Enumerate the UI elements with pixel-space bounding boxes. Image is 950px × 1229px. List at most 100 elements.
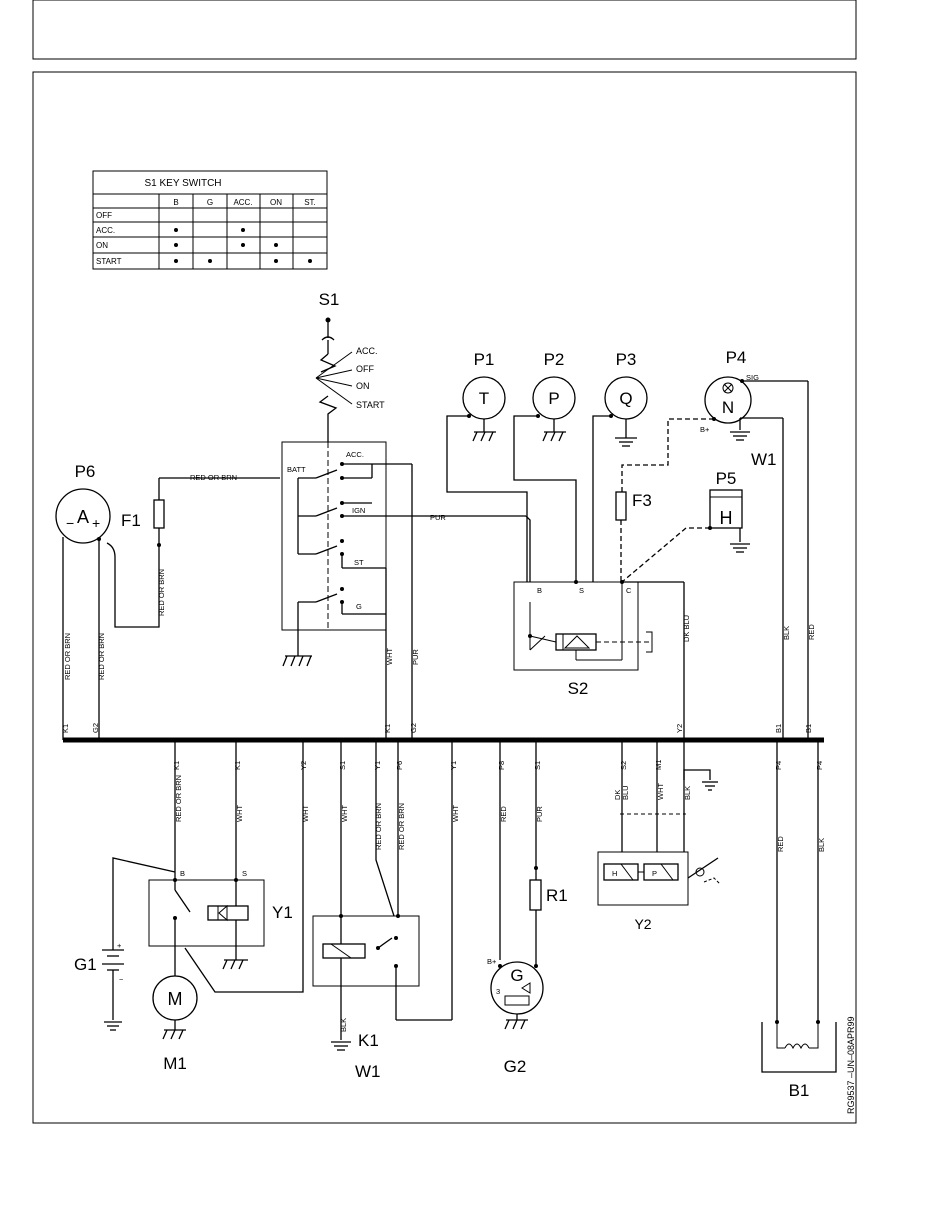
table-mark [274,243,278,247]
table-col-header: ON [270,198,282,207]
p2-label: P2 [544,350,565,369]
bus-bottom-id: M1 [654,760,663,770]
k1-relay: WHT RED OR BRN RED OR BRN WHT BLK K1 W1 [312,740,460,1081]
p6-ammeter: P6 A − + RED OR BRN RED OR BRN RED OR BR… [55,462,280,740]
wire-y2-wht: WHT [656,783,665,800]
header-frame [32,0,857,60]
m1-starter-motor: M M1 [152,948,198,1073]
y2-valve: DK BLU WHT BLK H P Y2 [597,740,721,932]
table-title: S1 KEY SWITCH [144,178,221,189]
s2-term-s: S [579,586,584,595]
wire-k1-blk: BLK [339,1018,348,1032]
table-mark [308,259,312,263]
wire-p6-g2: RED OR BRN [97,633,106,680]
wire-g2-red: RED [499,806,508,822]
y2-p: P [652,869,657,878]
bus-top-id: G2 [91,723,100,733]
key-pos-acc: ACC. [356,346,378,356]
y1-term-s: S [242,869,247,878]
bus-bottom-id: Y1 [373,761,382,770]
m1-letter: M [168,989,183,1009]
wire-k1-wht: WHT [340,805,349,822]
f3-label: F3 [632,491,652,510]
key-pos-start: START [356,400,385,410]
b1-sender: RED BLK B1 [761,740,837,1100]
k1-label: K1 [358,1031,379,1050]
table-col-header: G [207,198,213,207]
p1-label: P1 [474,350,495,369]
p6-plus: + [92,515,100,531]
w1-bottom-label: W1 [355,1062,381,1081]
table-row-label: START [96,257,122,266]
wire-dkblu-s2: DK BLU [682,615,691,642]
table-mark [241,243,245,247]
y2-label: Y2 [634,916,651,932]
p3-letter: Q [619,389,632,408]
p6-letter: A [77,507,89,527]
y1-label: Y1 [272,903,293,922]
wire-y2-dkblu: DK [613,790,622,800]
wire-blk-p4: BLK [782,626,791,640]
wire-b1-red: RED [776,836,785,852]
wire-k1-b: RED OR BRN [397,803,406,850]
wire-k1-y1: WHT [451,805,460,822]
p4-label: P4 [726,348,747,367]
bus-top-id: B1 [774,724,783,733]
wire-g2-pur: PUR [535,806,544,822]
bus-bottom-id: K1 [233,761,242,770]
p4-bplus: B+ [700,425,710,434]
p3-label: P3 [616,350,637,369]
table-mark [174,243,178,247]
p4-sig: SIG [746,373,759,382]
y2-h: H [612,869,617,878]
wire-y2-wht: WHT [301,805,310,822]
reference-code: RG9537 –UN–08APR99 [846,1016,856,1114]
f3-fuse: F3 [615,491,652,582]
s1-label: S1 [319,290,340,309]
y1-term-b: B [180,869,185,878]
key-pos-on: ON [356,381,370,391]
s1-key-switch: S1 ACC. OFF ON START BATT ACC. IGN ST G [281,290,420,740]
bus-bottom-id: S1 [338,761,347,770]
p6-minus: − [66,515,74,531]
wire-pur-ign: PUR [430,513,446,522]
m1-label: M1 [163,1054,187,1073]
bus-bottom-id: P4 [815,761,824,770]
table-mark [174,228,178,232]
b1-label: B1 [789,1081,810,1100]
table-row-label: OFF [96,211,112,220]
term-batt: BATT [287,465,306,474]
wire-red-p4: RED [807,624,816,640]
p4-letter: N [722,398,734,417]
wire-y1-b: RED OR BRN [174,775,183,822]
wire-y2-blk: BLK [683,786,692,800]
bus-top-id: Y2 [675,724,684,733]
s2-term-c: C [626,586,632,595]
table-mark [208,259,212,263]
y1-starter-solenoid: RED OR BRN WHT B S Y1 WHT [112,740,310,993]
p4-indicator: P4 N SIG B+ W1 BLK RED [621,348,816,740]
wire-y2-dkblu2: BLU [621,785,630,800]
g2-3: 3 [496,987,500,996]
f1-label: F1 [121,511,141,530]
bus-top-id: K1 [383,724,392,733]
bus-bottom-id: S2 [619,761,628,770]
g1-label: G1 [74,955,97,974]
table-col-header: ACC. [233,198,252,207]
table-mark [241,228,245,232]
table-col-header: B [173,198,178,207]
p5-letter: H [720,508,733,528]
bus-bottom-id: P4 [774,761,783,770]
s2-label: S2 [568,679,589,698]
p5-label: P5 [716,469,737,488]
p5-indicator: P5 H [621,469,750,583]
g1-battery: G1 + − [74,922,124,1031]
bus-top-id: G2 [409,723,418,733]
wire-b1-blk: BLK [817,838,826,852]
wire-wht-s1: WHT [385,648,394,665]
bus-top-id: K1 [61,724,70,733]
key-pos-off: OFF [356,364,374,374]
wire-batt: RED OR BRN [190,473,237,482]
